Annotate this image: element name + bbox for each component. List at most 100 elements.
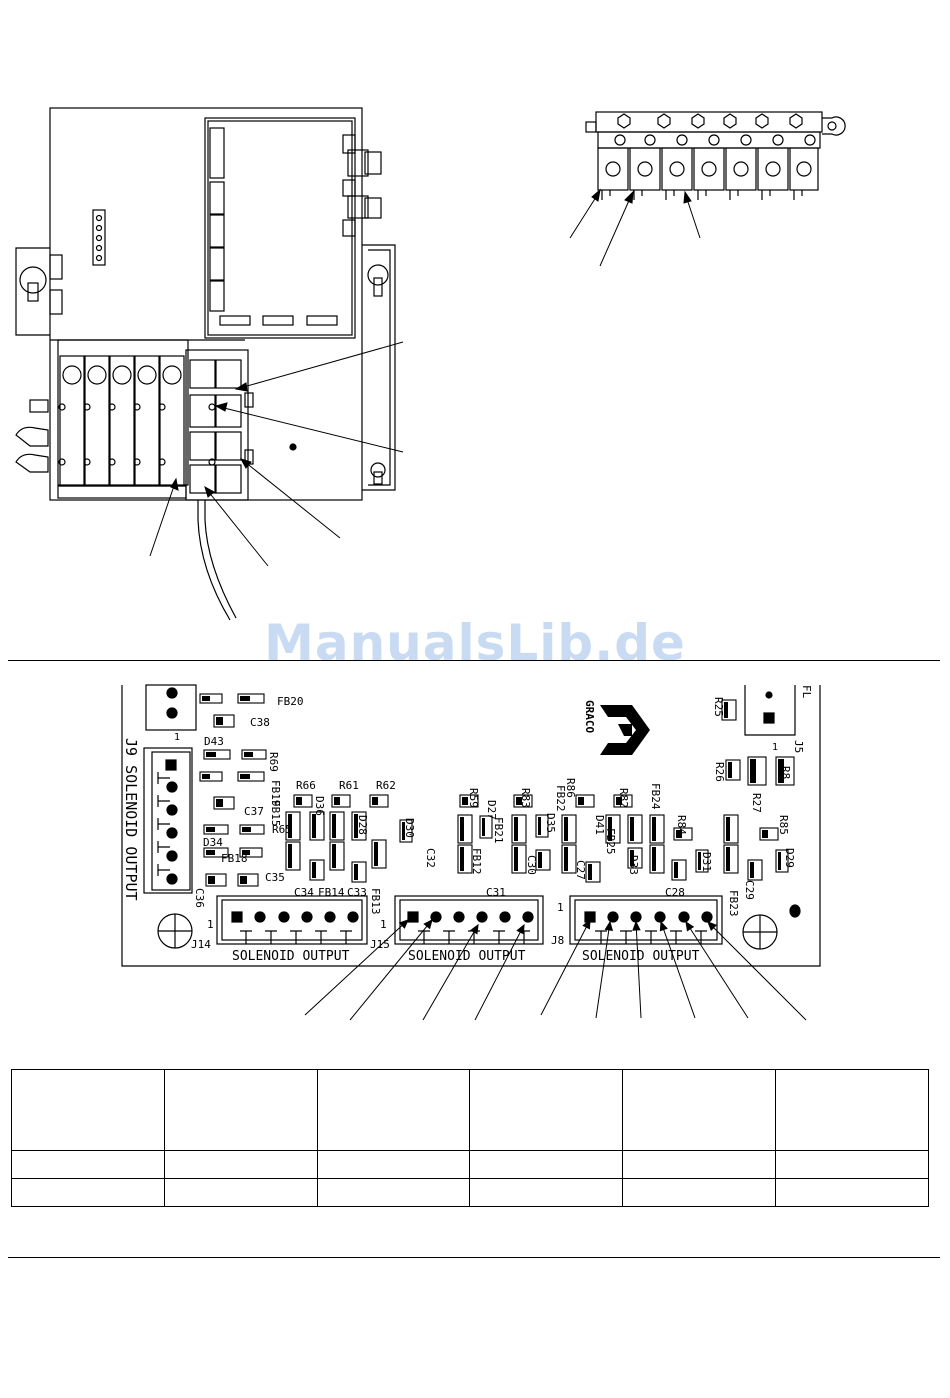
smd-component bbox=[673, 827, 693, 841]
smd-pad bbox=[578, 797, 584, 805]
solenoid-output-label: SOLENOID OUTPUT bbox=[582, 949, 700, 964]
solenoid-output-label: SOLENOID OUTPUT bbox=[232, 949, 350, 964]
smd-component bbox=[331, 794, 351, 808]
smd-component bbox=[649, 844, 665, 874]
smd-component bbox=[309, 811, 325, 841]
smd-component bbox=[199, 771, 223, 782]
component-label: C31 bbox=[486, 886, 506, 899]
arrowhead bbox=[470, 923, 479, 935]
component-label: R25 bbox=[712, 697, 725, 717]
smd-component bbox=[237, 771, 265, 782]
smd-component bbox=[575, 794, 595, 808]
table-cell bbox=[622, 1178, 777, 1207]
smd-pad bbox=[244, 752, 253, 757]
table-cell bbox=[163, 1069, 318, 1151]
smd-pad bbox=[206, 827, 215, 832]
table-cell bbox=[316, 1150, 471, 1179]
component-label: C28 bbox=[665, 886, 685, 899]
arrowhead bbox=[604, 920, 613, 932]
component-label: R66 bbox=[296, 779, 316, 792]
smd-component bbox=[199, 693, 223, 704]
logo-text: GRACO bbox=[583, 700, 596, 733]
table-cell bbox=[163, 1178, 318, 1207]
connector-label-j8: J8 bbox=[551, 934, 564, 947]
table-cell bbox=[11, 1069, 165, 1151]
component-label: R69 bbox=[267, 752, 280, 772]
valve-manifold-drawing bbox=[569, 111, 846, 267]
leader-line bbox=[660, 921, 696, 1019]
table-cell bbox=[11, 1150, 165, 1179]
component-label: R27 bbox=[750, 793, 763, 813]
smd-component bbox=[371, 839, 387, 869]
smd-pad bbox=[762, 830, 768, 838]
arrowhead bbox=[398, 919, 409, 929]
smd-pad bbox=[778, 759, 784, 783]
component-label: D33 bbox=[627, 855, 640, 875]
smd-pad bbox=[726, 847, 730, 871]
component-label: R8 bbox=[779, 766, 792, 779]
arrowhead bbox=[685, 920, 695, 932]
component-label: D30 bbox=[403, 818, 416, 838]
component-label: R26 bbox=[713, 762, 726, 782]
pin-one-label: 1 bbox=[557, 901, 564, 914]
smd-pad bbox=[652, 847, 656, 871]
smd-pad bbox=[482, 818, 485, 836]
smd-component bbox=[671, 859, 687, 881]
smd-component bbox=[241, 749, 267, 760]
smd-component bbox=[329, 811, 345, 841]
smd-component bbox=[309, 859, 325, 881]
component-label: FB25 bbox=[604, 828, 617, 855]
smd-pad bbox=[240, 774, 250, 779]
smd-component bbox=[561, 844, 577, 874]
arrowhead bbox=[632, 920, 641, 931]
component-label: R85 bbox=[777, 815, 790, 835]
section-divider bbox=[8, 1257, 940, 1258]
smd-component bbox=[213, 714, 235, 728]
smd-pad bbox=[208, 876, 215, 884]
smd-component bbox=[535, 814, 549, 838]
smd-component bbox=[513, 794, 533, 808]
smd-pad bbox=[750, 862, 754, 878]
smd-component bbox=[561, 814, 577, 844]
component-label: FB23 bbox=[727, 890, 740, 917]
component-label: R82 bbox=[617, 788, 630, 808]
smd-pad bbox=[698, 852, 701, 870]
component-label: C30 bbox=[525, 855, 538, 875]
component-label: FB22 bbox=[554, 785, 567, 812]
component-label: R83 bbox=[519, 788, 532, 808]
smd-component bbox=[585, 861, 601, 883]
component-label: D43 bbox=[204, 735, 224, 748]
smd-component bbox=[239, 847, 263, 858]
smd-pad bbox=[724, 702, 728, 718]
arrowhead bbox=[582, 918, 591, 930]
pin-leader-lines bbox=[304, 918, 807, 1021]
component-label: D27 bbox=[485, 800, 498, 820]
table-header-row bbox=[11, 1069, 929, 1151]
component-label: R62 bbox=[376, 779, 396, 792]
smd-component bbox=[627, 814, 643, 844]
leader-line bbox=[540, 919, 591, 1016]
smd-component bbox=[721, 699, 737, 721]
smd-component bbox=[203, 847, 229, 858]
component-label: FB24 bbox=[649, 783, 662, 810]
leader-line bbox=[474, 924, 525, 1021]
table-cell bbox=[316, 1069, 471, 1151]
smd-pad bbox=[676, 830, 682, 838]
smd-pad bbox=[616, 797, 622, 805]
smd-pad bbox=[516, 797, 522, 805]
smd-pad bbox=[538, 817, 541, 835]
smd-component bbox=[723, 814, 739, 844]
table-cell bbox=[163, 1150, 318, 1179]
smd-pad bbox=[728, 762, 732, 778]
smd-component bbox=[203, 824, 229, 835]
smd-component bbox=[775, 849, 789, 873]
smd-component bbox=[351, 861, 367, 883]
graco-logo bbox=[600, 705, 650, 755]
smd-pad bbox=[778, 852, 781, 870]
smd-component bbox=[369, 794, 389, 808]
smd-pad bbox=[312, 814, 316, 838]
smd-pad bbox=[354, 814, 358, 838]
smd-pad bbox=[242, 827, 251, 832]
smd-component bbox=[293, 794, 313, 808]
smd-pad bbox=[460, 817, 464, 841]
